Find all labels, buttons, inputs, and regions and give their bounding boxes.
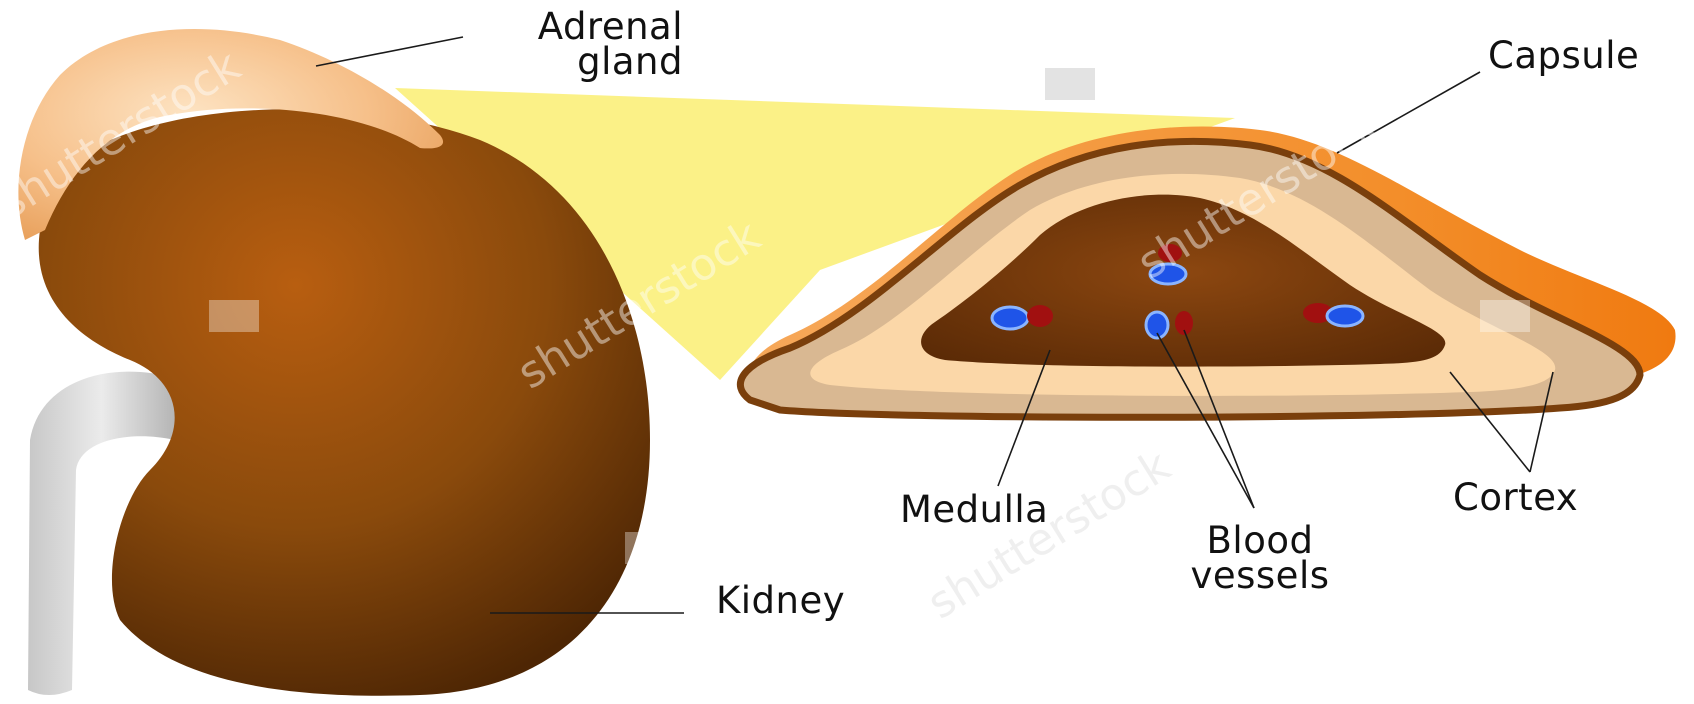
- kidney-label: Kidney: [716, 579, 845, 622]
- adrenal-gland-label-line2: gland: [577, 40, 683, 83]
- artery-2: [1027, 305, 1053, 327]
- cortex-label: Cortex: [1453, 476, 1578, 519]
- blood-vessels-label-line2: vessels: [1190, 554, 1329, 597]
- watermark-badge-4: [625, 532, 675, 564]
- adrenal-leader-line: [316, 37, 463, 66]
- watermark-badge-1: [209, 300, 259, 332]
- capsule-label: Capsule: [1488, 34, 1639, 77]
- watermark-badge-3: [1480, 300, 1530, 332]
- medulla-label: Medulla: [900, 488, 1048, 531]
- watermark-text-4: shutterstock: [919, 440, 1180, 629]
- vein-2: [992, 307, 1028, 329]
- watermark-badge-2: [1045, 68, 1095, 100]
- vein-4: [1327, 306, 1363, 326]
